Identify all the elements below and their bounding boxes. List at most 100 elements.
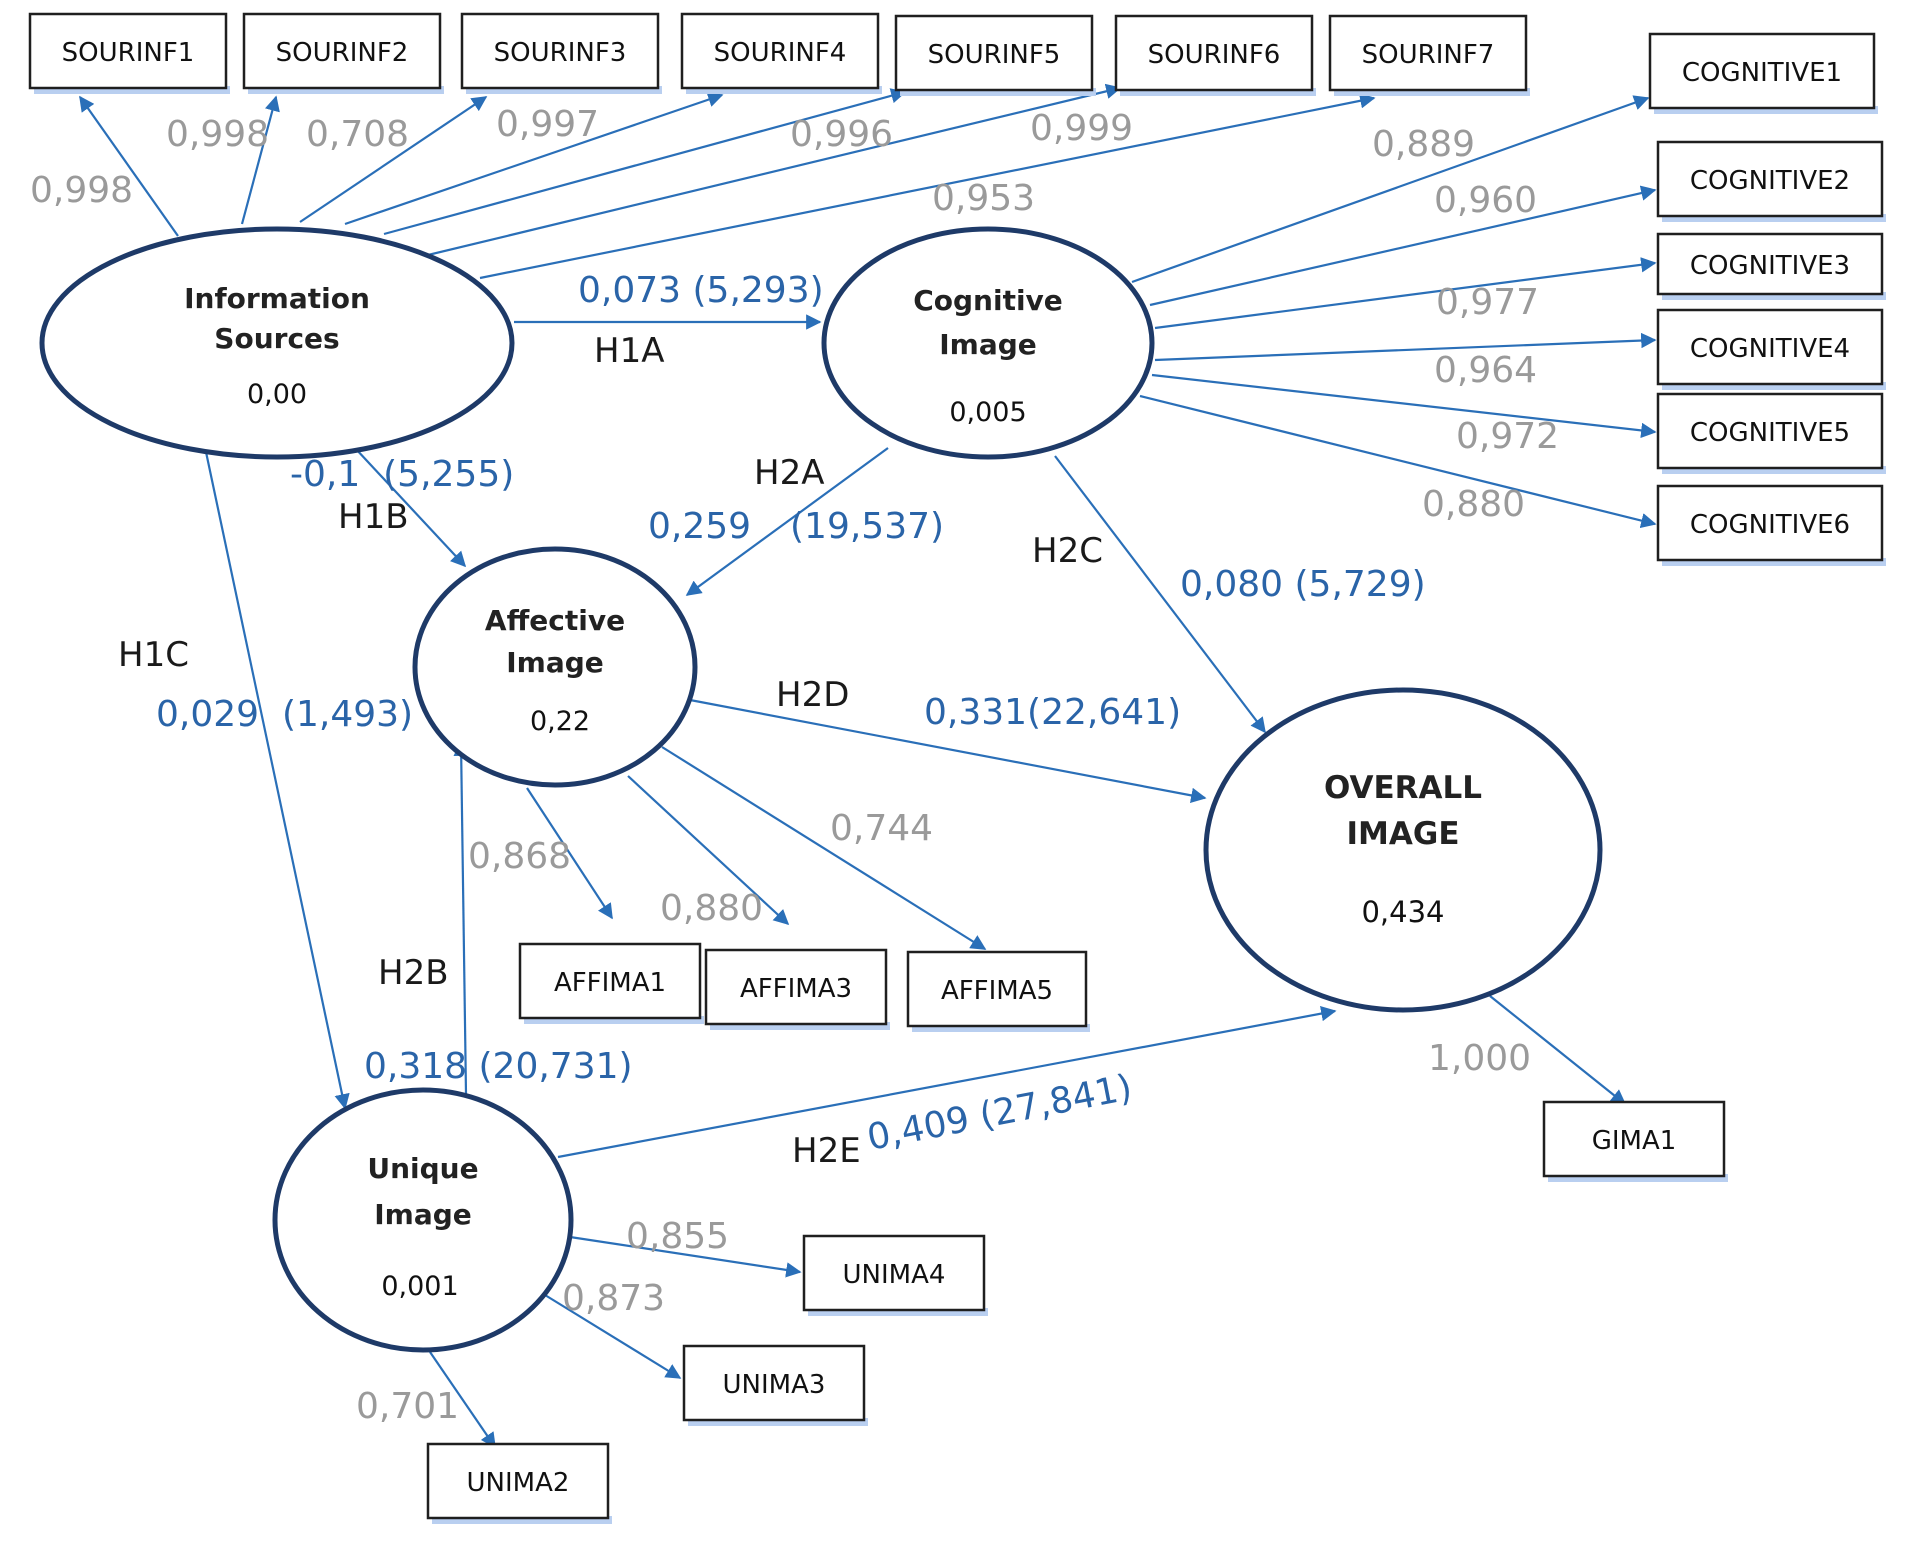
- node-value: 0,005: [949, 397, 1026, 428]
- indicator-box-sourinf1: SOURINF1: [28, 12, 230, 94]
- indicator-label: AFFIMA5: [941, 976, 1053, 1006]
- loading-sourinf5: 0,996: [790, 114, 893, 155]
- loading-affima1: 0,868: [468, 836, 571, 877]
- loading-cognitive3: 0,977: [1436, 282, 1539, 323]
- node-label-line2: IMAGE: [1347, 816, 1460, 852]
- indicator-label: SOURINF5: [928, 40, 1061, 70]
- edge-info-sourinf7: [479, 93, 1376, 280]
- edge-uni-unima2: [429, 1351, 496, 1449]
- edge-aff-affima3: [627, 775, 790, 926]
- node-value: 0,00: [247, 379, 307, 410]
- indicator-box-sourinf3: SOURINF3: [460, 12, 662, 94]
- indicator-label: SOURINF2: [276, 38, 409, 68]
- indicator-label: AFFIMA1: [554, 968, 666, 998]
- indicator-box-unima2: UNIMA2: [426, 1442, 612, 1524]
- hypothesis-h2a: H2A: [754, 453, 824, 493]
- loading-cognitive5: 0,972: [1456, 416, 1559, 457]
- latent-node-affective-image: Affective Image 0,22: [412, 546, 698, 788]
- indicator-label: COGNITIVE1: [1682, 58, 1842, 88]
- coef-h1a: 0,073 (5,293): [578, 270, 824, 311]
- indicator-label: COGNITIVE2: [1690, 166, 1850, 196]
- indicator-box-cognitive1: COGNITIVE1: [1648, 32, 1878, 114]
- edge-cog-cognitive6: [1139, 394, 1657, 529]
- edge-h1b: [354, 447, 467, 568]
- node-label-line2: Image: [939, 328, 1037, 361]
- hypothesis-h1c: H1C: [118, 635, 189, 675]
- edge-cog-cognitive1: [1131, 95, 1650, 284]
- latent-node-unique-image: Unique Image 0,001: [272, 1087, 574, 1353]
- edge-h1c: [204, 451, 350, 1110]
- indicator-label: UNIMA2: [467, 1468, 570, 1498]
- node-label-line1: OVERALL: [1324, 770, 1482, 806]
- latent-node-overall-image: OVERALL IMAGE 0,434: [1203, 687, 1603, 1013]
- node-label-line1: Information: [184, 282, 370, 315]
- indicator-label: AFFIMA3: [740, 974, 852, 1004]
- node-label-line2: Sources: [214, 322, 339, 355]
- edge-aff-affima5: [661, 746, 987, 950]
- loading-sourinf7: 0,953: [932, 178, 1035, 219]
- edge-h2b: [453, 740, 469, 1095]
- edge-uni-unima4: [569, 1235, 802, 1278]
- indicator-box-unima3: UNIMA3: [682, 1344, 868, 1426]
- node-label-line1: Cognitive: [913, 284, 1063, 317]
- hypothesis-h1b: H1B: [338, 497, 409, 537]
- coef-h2a-a: 0,259: [648, 506, 751, 547]
- indicator-box-affima3: AFFIMA3: [704, 948, 890, 1030]
- edge-info-sourinf2: [240, 95, 280, 225]
- edge-info-sourinf1: [79, 95, 179, 237]
- coef-h1c: 0,029 (1,493): [156, 694, 413, 735]
- edge-h2d: [689, 698, 1207, 803]
- latent-node-information-sources: Information Sources 0,00: [39, 226, 515, 460]
- edge-uni-unima3: [544, 1294, 682, 1379]
- hypothesis-h2c: H2C: [1032, 531, 1103, 571]
- loading-unima4: 0,855: [626, 1216, 729, 1257]
- node-label-line2: Image: [374, 1198, 472, 1231]
- loading-affima5: 0,744: [830, 808, 933, 849]
- indicator-box-sourinf4: SOURINF4: [680, 12, 882, 94]
- indicator-label: GIMA1: [1592, 1126, 1677, 1156]
- indicator-box-gima1: GIMA1: [1542, 1100, 1728, 1182]
- coef-h2d: 0,331(22,641): [924, 692, 1181, 733]
- indicator-label: SOURINF4: [714, 38, 847, 68]
- loading-cognitive4: 0,964: [1434, 350, 1537, 391]
- indicator-box-cognitive2: COGNITIVE2: [1656, 140, 1886, 222]
- indicator-box-unima4: UNIMA4: [802, 1234, 988, 1316]
- indicator-box-sourinf6: SOURINF6: [1114, 14, 1316, 96]
- edge-info-sourinf3: [299, 96, 488, 223]
- hypothesis-h2e: H2E: [792, 1131, 861, 1171]
- indicator-label: COGNITIVE5: [1690, 418, 1850, 448]
- loading-sourinf4: 0,997: [496, 104, 599, 145]
- edge-info-sourinf6: [427, 83, 1122, 257]
- loading-sourinf3: 0,708: [306, 114, 409, 155]
- loading-sourinf2: 0,998: [166, 114, 269, 155]
- edge-cog-cognitive2: [1149, 185, 1657, 307]
- indicator-label: COGNITIVE3: [1690, 251, 1850, 281]
- edge-cog-cognitive3: [1154, 257, 1657, 330]
- indicator-label: SOURINF6: [1148, 40, 1281, 70]
- indicator-label: SOURINF7: [1362, 40, 1495, 70]
- hypothesis-labels: H1A H1B H1C H2A H2B H2C H2D H2E: [118, 331, 1103, 1171]
- loading-cognitive2: 0,960: [1434, 180, 1537, 221]
- node-label-line1: Unique: [367, 1152, 478, 1185]
- coef-h2a-b: (19,537): [790, 506, 944, 547]
- hypothesis-h2b: H2B: [378, 953, 449, 993]
- loading-sourinf6: 0,999: [1030, 108, 1133, 149]
- coef-h2e: 0,409 (27,841): [864, 1067, 1135, 1158]
- indicator-box-cognitive6: COGNITIVE6: [1656, 484, 1886, 566]
- edge-aff-affima1: [526, 787, 613, 920]
- edge-h2e: [557, 1005, 1337, 1159]
- coef-h2c: 0,080 (5,729): [1180, 564, 1426, 605]
- edges: [79, 83, 1657, 1449]
- loading-unima3: 0,873: [562, 1278, 665, 1319]
- edge-h2c: [1054, 455, 1266, 734]
- edge-cog-cognitive4: [1154, 332, 1657, 362]
- node-value: 0,434: [1361, 895, 1444, 929]
- indicator-box-affima1: AFFIMA1: [518, 942, 704, 1024]
- indicator-label: UNIMA4: [843, 1260, 946, 1290]
- indicator-box-sourinf7: SOURINF7: [1328, 14, 1530, 96]
- indicator-box-sourinf2: SOURINF2: [242, 12, 444, 94]
- loading-affima3: 0,880: [660, 888, 763, 929]
- edge-h2a: [685, 447, 889, 596]
- coef-h1b: -0,1 (5,255): [290, 454, 514, 495]
- node-value: 0,22: [530, 706, 590, 737]
